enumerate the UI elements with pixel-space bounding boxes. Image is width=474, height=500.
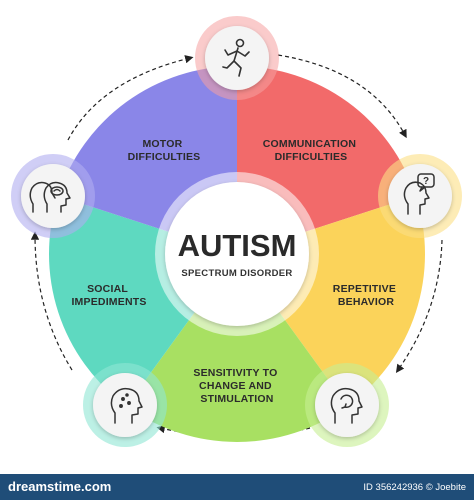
center-title: AUTISM <box>178 228 297 263</box>
badge-motor <box>195 16 279 100</box>
footer-brand: dreamstime.com <box>8 479 112 494</box>
badge-communication: ? <box>378 154 462 238</box>
label-repetitive-behavior: REPETITIVE BEHAVIOR <box>333 283 399 308</box>
running-person-icon <box>222 38 250 77</box>
segment-labels: MOTOR DIFFICULTIES COMMUNICATION DIFFICU… <box>71 138 399 405</box>
badge-repetitive <box>305 363 389 447</box>
label-communication-difficulties: COMMUNICATION DIFFICULTIES <box>263 138 360 163</box>
label-motor-difficulties: MOTOR DIFFICULTIES <box>128 138 201 163</box>
badge-social <box>11 154 95 238</box>
label-sensitivity-to-change: SENSITIVITY TO CHANGE AND STIMULATION <box>193 367 280 405</box>
label-social-impediments: SOCIAL IMPEDIMENTS <box>71 283 146 308</box>
icon-badges: ? <box>11 16 462 447</box>
svg-text:?: ? <box>423 176 429 187</box>
two-heads-icon <box>29 181 71 213</box>
footer-credit: ID 356242936 © Joebite <box>363 482 466 493</box>
badge-sensitivity <box>83 363 167 447</box>
question-bubble-head-icon: ? <box>403 173 435 215</box>
arrow-sensitivity-to-social <box>30 231 73 371</box>
center-circle: AUTISM SPECTRUM DISORDER <box>155 172 319 336</box>
center-subtitle: SPECTRUM DISORDER <box>181 268 292 279</box>
footer-bar: dreamstime.com ID 356242936 © Joebite <box>0 474 474 500</box>
segment-repetitive <box>126 254 348 442</box>
arrow-communication-to-repetitive <box>395 239 443 373</box>
head-profile-icon <box>110 387 143 424</box>
cycle-head-icon <box>330 387 363 424</box>
arrow-social-to-motor <box>67 55 194 141</box>
autism-diagram: AUTISM SPECTRUM DISORDER MOTOR DIFFICULT… <box>11 16 462 447</box>
